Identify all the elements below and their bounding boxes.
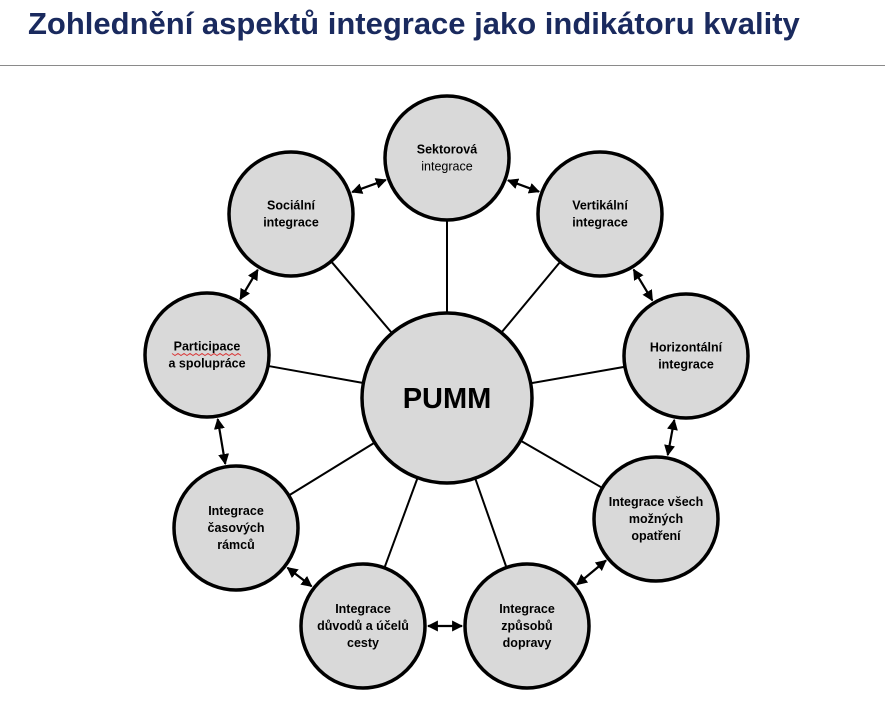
neighbor-arrows [213,178,678,632]
hub-spokes [267,220,626,569]
arrow-sektorova-vertikalni [507,178,540,194]
spoke-zpusobu [474,477,508,568]
arrow-casovych-participace [213,418,230,465]
node-circle [463,562,591,690]
spoke-vertikalni [500,261,562,334]
node-circle [172,464,300,592]
arrow-opatreni-zpusobu [576,559,607,586]
node-circle [299,562,427,690]
node-circle [622,292,750,420]
spoke-casovych [288,441,376,497]
node-circle [536,150,664,278]
spoke-socialni [330,260,393,334]
arrow-participace-socialni [239,268,259,301]
title-divider [0,65,885,66]
spoke-horizontalni [530,365,626,385]
arrow-socialni-sektorova [351,178,387,194]
spoke-duvodu [383,477,419,569]
arrow-duvodu-casovych [286,566,313,588]
page-title: Zohlednění aspektů integrace jako indiká… [28,6,800,41]
spoke-opatreni [520,439,603,489]
node-circle [592,455,720,583]
spellcheck-underline [171,352,242,357]
node-circle [383,94,511,222]
arrow-horizontalni-opatreni [664,418,678,457]
node-circle [227,150,355,278]
hub-group: PUMM [360,311,534,485]
hub-label: PUMM [403,383,492,415]
spoke-participace [267,364,364,384]
arrow-vertikalni-horizontalni [632,268,654,302]
node-circle [143,291,271,419]
hub-circle [360,311,534,485]
